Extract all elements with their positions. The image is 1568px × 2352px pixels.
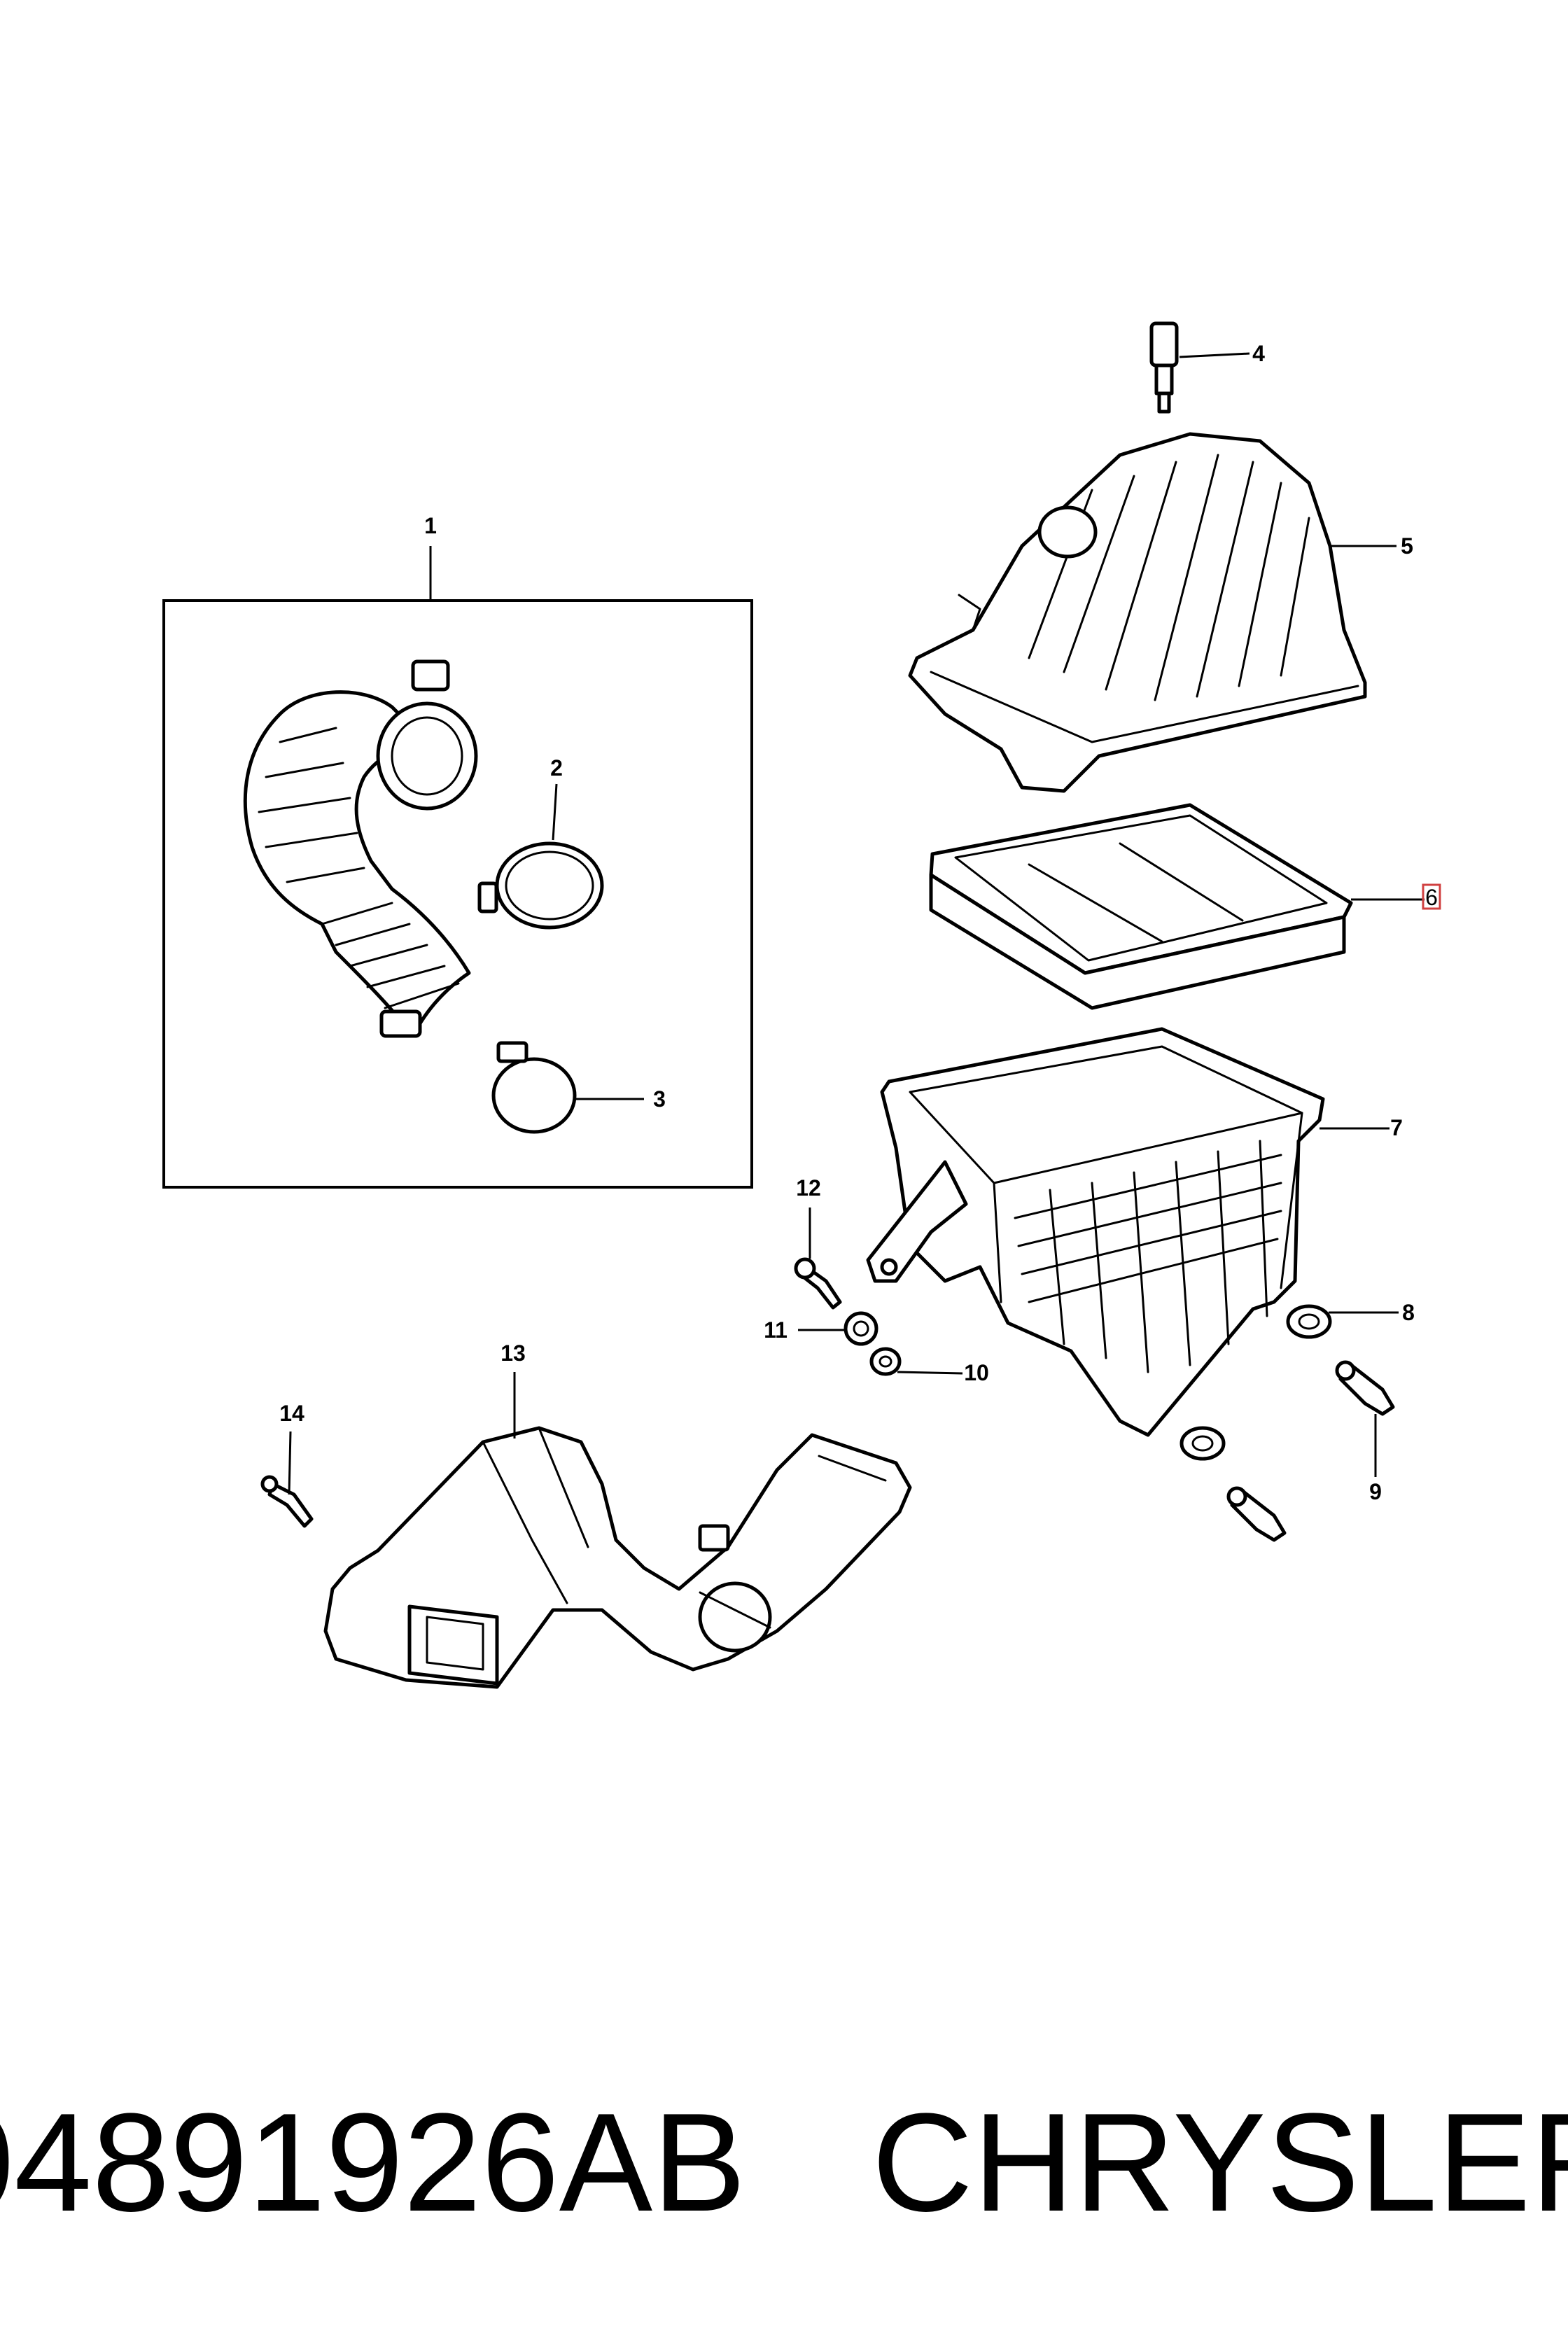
retainer-pin-part[interactable] <box>260 1475 314 1528</box>
grommet-lower-part[interactable] <box>1180 1426 1226 1461</box>
air-filter-element-part[interactable] <box>929 803 1353 1010</box>
leader-10 <box>897 1371 963 1375</box>
air-cleaner-housing-part[interactable] <box>866 1027 1325 1437</box>
callout-2: 2 <box>550 755 563 780</box>
callout-5: 5 <box>1401 533 1413 559</box>
callout-13: 13 <box>500 1340 526 1366</box>
air-inlet-hose-part[interactable] <box>243 659 478 1038</box>
callout-12: 12 <box>796 1175 821 1200</box>
callout-4: 4 <box>1252 341 1265 366</box>
group-box-1 <box>162 599 753 1189</box>
air-intake-duct-part[interactable] <box>323 1426 912 1689</box>
part-number-footer: 04891926AB CHRYSLER <box>0 2072 1568 2254</box>
callout-8: 8 <box>1402 1300 1415 1325</box>
leader-4 <box>1179 352 1250 358</box>
leader-2 <box>552 783 558 841</box>
air-cleaner-cover-part[interactable] <box>908 432 1367 793</box>
bolt-part[interactable] <box>794 1257 842 1310</box>
callout-14: 14 <box>279 1401 304 1426</box>
push-pin-lower-part[interactable] <box>1226 1486 1287 1542</box>
callout-9: 9 <box>1369 1479 1382 1504</box>
callout-7: 7 <box>1390 1115 1403 1140</box>
brand-name: CHRYSLER <box>872 2085 1568 2241</box>
callout-11: 11 <box>764 1317 788 1343</box>
hose-clamp-small-part[interactable] <box>491 1041 577 1134</box>
leader-14 <box>288 1431 292 1495</box>
part-number: 04891926AB <box>0 2085 746 2241</box>
callout-6-highlight <box>1422 883 1441 910</box>
air-temperature-sensor-part[interactable] <box>1149 321 1179 414</box>
callout-3: 3 <box>653 1086 666 1112</box>
grommet-part[interactable] <box>1286 1304 1332 1339</box>
isolator-part[interactable] <box>844 1311 878 1346</box>
callout-6: 6 <box>1425 885 1438 910</box>
clip-nut-part[interactable] <box>869 1347 902 1376</box>
callout-1: 1 <box>424 513 437 538</box>
hose-clamp-part[interactable] <box>477 841 604 930</box>
push-pin-part[interactable] <box>1335 1360 1395 1416</box>
callout-10: 10 <box>964 1360 989 1385</box>
